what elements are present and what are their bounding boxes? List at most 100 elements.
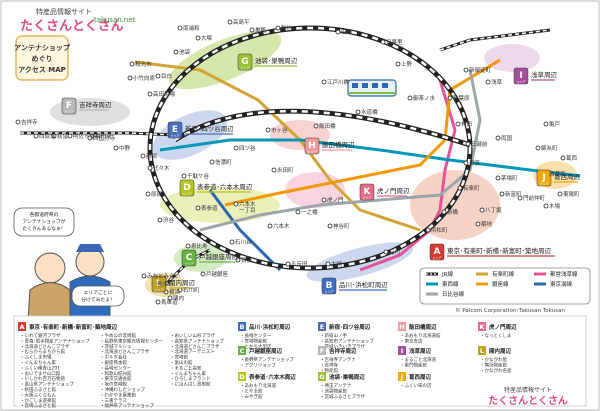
station-label-kanda[interactable]: 神田 [461,120,472,128]
shop-name[interactable]: ・かながわ屋 [480,356,507,363]
shop-name[interactable]: ・物産館 [320,367,338,374]
station-label-monzennakacho[interactable]: 門前仲町 [523,194,546,202]
station-label-omotesando[interactable]: 表参道 [201,204,218,212]
shop-name[interactable]: ・ふくしま市場 [20,354,52,361]
shop-name[interactable]: ・大阪ふくらもん [20,391,56,398]
station-label-kannai[interactable]: 関内 [173,294,184,302]
station-label-kichijoji[interactable]: 吉祥寺 [21,118,38,126]
station-label-sendagaya[interactable]: 千駄ケ谷 [187,172,210,180]
shop-name[interactable]: ・やめ公の宮崎館 [100,332,136,339]
station-label-togoshiginza[interactable]: 戸越銀座 [206,270,229,278]
shop-name[interactable]: ・青森･岩手物産アンテナショップ [20,337,90,344]
shop-name[interactable]: ・北海道アーデニスト [170,348,215,355]
site-logo-footer[interactable]: 特産品情報サイト たくさんとくさん [488,386,568,407]
station-label-nippori[interactable]: 日暮里 [386,38,403,46]
station-label-ogikubo[interactable]: 荻窪 [57,132,69,140]
station-label-meguro[interactable]: 目黒 [241,257,253,264]
shop-name[interactable]: ・横浜物産館 [480,361,507,368]
station-label-shibuya[interactable]: 渋谷 [163,216,175,224]
shop-name[interactable]: ・かごしま遊楽館 [20,397,56,404]
station-label-sakuragicho[interactable]: 桜木町 [157,280,174,288]
shop-name[interactable]: ・とやま館 [240,387,263,394]
shop-name[interactable]: ・埼玉アンテナ [320,382,352,389]
station-label-ishikawacho[interactable]: 石川町 [183,287,200,294]
station-label-hamamatsucho[interactable]: 浜松町 [431,226,448,234]
shop-name[interactable]: ・富山県アンテナショップ [20,381,74,388]
shop-name[interactable]: ・池袋物産館 [320,387,347,394]
station-label-mejiro[interactable]: 目白 [161,72,172,80]
station-label-tabata[interactable]: 田端 [341,28,353,36]
shop-name[interactable]: ・とかち大型店 [240,343,272,350]
station-label-nishikokubunji[interactable]: 西国分寺 [93,134,116,142]
station-label-shinokachimachi[interactable]: 新御徒町 [469,66,492,74]
shop-name[interactable]: ・ひろしまブランド [170,375,211,382]
shop-name[interactable]: ・長野県東京観光情報センター [100,337,163,344]
station-label-iidabashi[interactable]: 飯田橋 [319,122,336,130]
shop-name[interactable]: ・新宿山ノ手 [320,332,347,339]
station-label-asakusa[interactable]: 浅草 [491,78,503,86]
shop-name[interactable]: ・富山の館 [170,359,193,366]
station-label-asagaya[interactable]: 阿佐ヶ谷 [73,132,96,140]
shop-name[interactable]: ・ぐんまちゃん家 [170,370,206,377]
station-label-ueno[interactable]: 上野 [401,60,413,68]
shop-name[interactable]: ・いしかわ百万石物語 [20,375,65,382]
station-label-minatomirai[interactable]: みなとみらい [147,273,181,280]
station-label-nishikasai[interactable]: 西葛西 [549,170,566,178]
station-label-shinagawa[interactable]: 品川 [389,249,400,256]
station-label-hatchobori[interactable]: 八丁堀 [485,206,502,214]
shop-name[interactable]: ・茨城いきいきプラザ [320,343,365,350]
shop-name[interactable]: ・にほんばし島根館 [170,381,211,388]
station-label-ichigaya[interactable]: 市ヶ谷 [271,126,288,134]
station-label-osaki[interactable]: 大崎 [331,260,343,268]
station-label-shinanomachi[interactable]: 信濃町 [215,158,232,166]
station-label-yokohama[interactable]: 横浜 [169,288,181,296]
shop-name[interactable]: ・ホルタ会社 [100,354,127,361]
shop-name[interactable]: ・わかやま喜集館 [100,391,136,398]
station-label-ishikawadai[interactable]: 石川台 [235,238,252,246]
shop-name[interactable]: ・吉祥寺 [320,361,338,368]
shop-name[interactable]: ・ふくい南青山291 [20,364,60,371]
station-label-ochanomizu[interactable]: 御茶ノ水 [413,94,436,102]
shop-name[interactable]: ・いわて銀河プラザ [20,332,61,339]
station-label-toyocho[interactable]: 東陽町 [563,190,580,198]
station-label-nishiogikubo[interactable]: 西荻窪 [39,132,56,140]
shop-name[interactable]: ・和歌山紀州館 [100,370,132,377]
shop-name[interactable]: ・北海道どさんこプラザ [20,343,70,350]
shop-name[interactable]: ・ふくい味の店 [400,382,432,389]
shop-name[interactable]: ・茨城マルシェ [100,343,132,350]
station-label-gotanda[interactable]: 五反田 [291,260,308,268]
station-label-kiba[interactable]: 木場 [549,202,561,210]
station-label-yurakucho[interactable]: 有楽町 [463,184,480,192]
station-label-yoyogi[interactable]: 代々木 [153,164,170,172]
station-label-yotsuya[interactable]: 四ツ谷 [239,144,256,152]
station-label-kameido[interactable]: 亀戸 [549,120,561,128]
station-label-nagatacho[interactable]: 永田町 [277,166,294,174]
station-label-akihabara[interactable]: 秋葉原 [453,94,470,102]
station-label-otsuka[interactable]: 大塚 [201,34,213,42]
shop-name[interactable]: ・宮崎物産館 [240,337,267,344]
shop-name[interactable]: ・長崎センター [100,364,132,371]
station-label-suidobashi[interactable]: 水道橋 [361,108,378,116]
shop-name[interactable]: ・沖縄わしたショップ [100,386,145,393]
shop-name[interactable]: ・宮崎ふるさと館 [20,402,56,409]
shop-name[interactable]: ・坂の宮崎館 [100,381,127,388]
shop-name[interactable]: ・長崎センター [240,332,272,339]
station-label-kotakemukaihara[interactable]: 小竹向原 [133,74,156,82]
station-label-ichinohashi[interactable]: 一之橋 [301,208,318,216]
station-label-kamiyacho[interactable]: 神谷町 [333,222,350,230]
station-label-kinshicho[interactable]: 錦糸町 [541,144,558,152]
station-label-toranomon[interactable]: 虎ノ門 [327,196,344,204]
shop-name[interactable]: ・まるごと北海道 [400,356,436,363]
shop-name[interactable]: ・福井県アンテナショップ [100,402,154,409]
station-label-harajuku[interactable]: 原宿 [151,190,163,198]
